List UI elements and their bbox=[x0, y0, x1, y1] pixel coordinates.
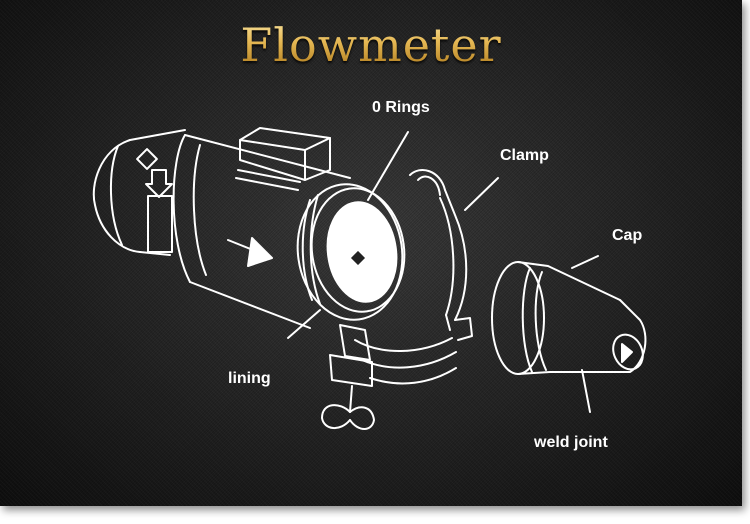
label-clamp: Clamp bbox=[500, 147, 549, 164]
diagram-panel: Flowmeter bbox=[0, 0, 742, 506]
cap bbox=[492, 262, 648, 374]
diagram-title: Flowmeter bbox=[0, 18, 742, 72]
leader-lines bbox=[288, 132, 598, 412]
label-o-rings: 0 Rings bbox=[372, 99, 430, 116]
flowmeter-drawing bbox=[0, 0, 742, 506]
flowmeter-body bbox=[174, 128, 350, 328]
left-fitting bbox=[94, 130, 185, 255]
label-cap: Cap bbox=[612, 227, 643, 244]
label-lining: lining bbox=[228, 370, 271, 387]
clamp bbox=[322, 170, 472, 429]
label-weld-joint: weld joint bbox=[534, 434, 608, 451]
o-rings-end bbox=[289, 177, 412, 326]
